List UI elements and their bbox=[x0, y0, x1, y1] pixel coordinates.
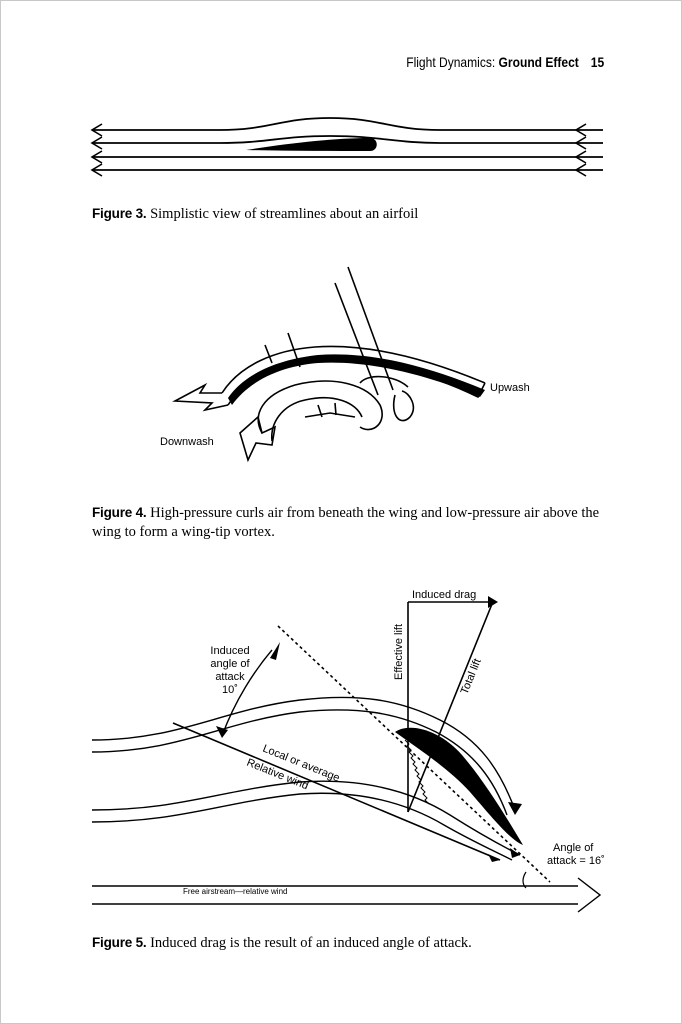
figure-3-caption: Figure 3. Simplistic view of streamlines… bbox=[92, 204, 604, 224]
relative-wind-line bbox=[172, 722, 501, 861]
wing-strut-inner bbox=[334, 282, 379, 396]
wing-upper-surface bbox=[221, 345, 486, 394]
figure-5-diagram: Induced drag Effective lift Total lift I… bbox=[91, 589, 605, 913]
wing-leading-edge bbox=[228, 354, 485, 405]
wing-strut-outer bbox=[347, 266, 394, 391]
figure-5-caption: Figure 5. Induced drag is the result of … bbox=[92, 933, 604, 953]
streamline-2 bbox=[92, 135, 603, 144]
free-airstream-label: Free airstream—relative wind bbox=[183, 887, 287, 896]
downwash-arrow-outline bbox=[172, 382, 229, 412]
figure-3-diagram bbox=[90, 117, 603, 177]
airfoil-shape bbox=[246, 138, 377, 151]
vortex-curl-outer bbox=[257, 380, 383, 434]
induced-aoa-label-1: Induced bbox=[210, 645, 249, 657]
figure-4-diagram: Upwash Downwash bbox=[160, 266, 530, 463]
figure-4-label: Figure 4. bbox=[92, 505, 147, 520]
aoa-label-1: Angle of bbox=[553, 842, 594, 854]
figure-3-label: Figure 3. bbox=[92, 206, 147, 221]
downwash-label: Downwash bbox=[160, 436, 214, 448]
figure-4-caption: Figure 4. High-pressure curls air from b… bbox=[92, 503, 604, 542]
induced-aoa-label-2: angle of bbox=[210, 658, 250, 670]
aoa-label-2: attack = 16˚ bbox=[547, 855, 605, 867]
airflow-lower-inner bbox=[91, 792, 513, 861]
running-head: Flight Dynamics: Ground Effect 15 bbox=[406, 54, 604, 70]
induced-aoa-label-3: attack bbox=[215, 671, 245, 683]
induced-drag-label: Induced drag bbox=[412, 589, 476, 601]
airflow-upper-outer bbox=[91, 696, 516, 811]
figure-3-caption-text: Simplistic view of streamlines about an … bbox=[150, 206, 419, 222]
induced-aoa-value: 10˚ bbox=[222, 684, 238, 696]
streamline-1 bbox=[92, 117, 603, 131]
induced-relative-line bbox=[277, 625, 551, 883]
vortex-arrow-head bbox=[239, 415, 277, 463]
airfoil-serration bbox=[404, 739, 430, 805]
running-head-chapter: Ground Effect bbox=[498, 54, 579, 70]
figure-5-arrowheads bbox=[216, 596, 522, 862]
vortex-curl-inner bbox=[271, 396, 363, 442]
running-head-section: Flight Dynamics: bbox=[406, 54, 496, 70]
inclined-airfoil bbox=[395, 727, 523, 845]
aoa-arc bbox=[522, 871, 527, 889]
induced-aoa-arc bbox=[221, 649, 273, 737]
streamline-arrowheads bbox=[90, 123, 587, 177]
figure-5-label: Figure 5. bbox=[92, 935, 147, 950]
figure-5-caption-text: Induced drag is the result of an induced… bbox=[150, 935, 472, 951]
figure-4-caption-text: High-pressure curls air from beneath the… bbox=[92, 505, 600, 540]
airflow-upper-inner bbox=[91, 709, 508, 816]
total-lift-vector bbox=[407, 603, 493, 813]
rear-strut-2 bbox=[264, 344, 273, 364]
effective-lift-label: Effective lift bbox=[393, 624, 405, 680]
airflow-lower-outer bbox=[91, 780, 521, 856]
free-airstream-arrowhead bbox=[577, 877, 602, 913]
page-number: 15 bbox=[590, 54, 604, 70]
upwash-label: Upwash bbox=[490, 382, 530, 394]
